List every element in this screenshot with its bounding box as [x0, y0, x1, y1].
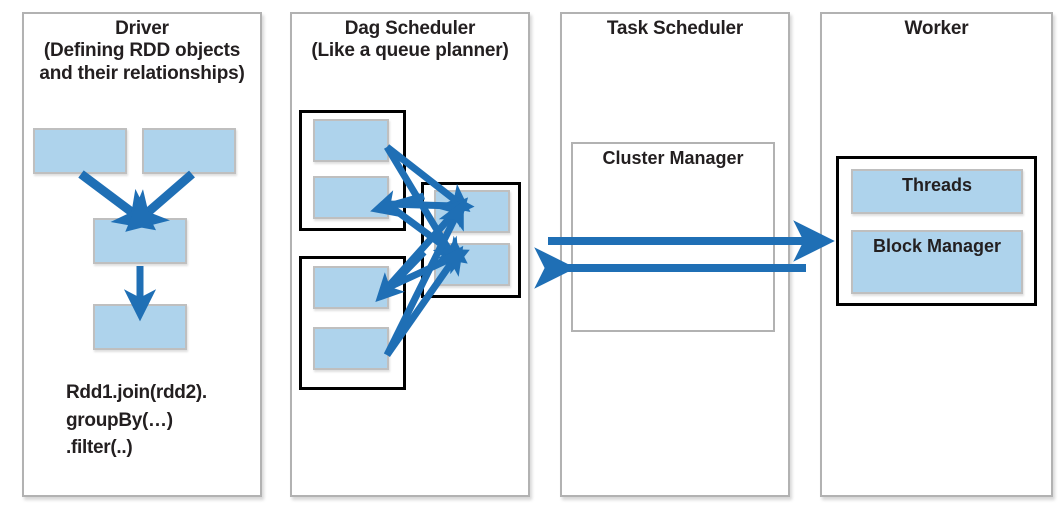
panel-driver-title: Driver (Defining RDD objects and their r… — [39, 18, 245, 84]
driver-rdd-block-top-right — [142, 128, 236, 174]
dag-task-block-b2 — [313, 327, 389, 370]
dag-task-block-a1 — [313, 119, 389, 162]
worker-threads-block: Threads — [851, 169, 1023, 214]
dag-task-block-c1 — [434, 190, 510, 233]
panel-dag-scheduler-title: Dag Scheduler (Like a queue planner) — [311, 18, 509, 62]
dag-task-block-a2 — [313, 176, 389, 219]
cluster-manager-label: Cluster Manager — [602, 148, 744, 168]
cluster-manager-box — [571, 142, 775, 332]
driver-code-text: Rdd1.join(rdd2). groupBy(…) .filter(..) — [66, 382, 207, 459]
driver-rdd-block-middle — [93, 218, 187, 264]
driver-rdd-block-top-left — [33, 128, 127, 174]
dag-task-block-c2 — [434, 243, 510, 286]
worker-executor-box — [836, 156, 1037, 306]
panel-worker-title: Worker — [904, 18, 969, 39]
panel-task-scheduler-title: Task Scheduler — [606, 18, 744, 39]
dag-task-block-b1 — [313, 266, 389, 309]
worker-block-manager-block: Block Manager — [851, 230, 1023, 294]
driver-rdd-block-bottom — [93, 304, 187, 350]
